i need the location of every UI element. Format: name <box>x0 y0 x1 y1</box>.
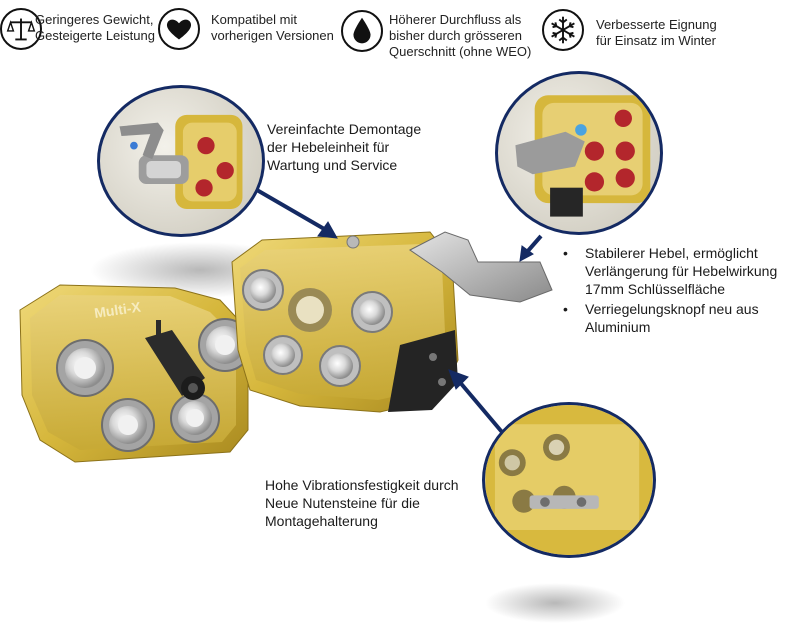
callout-vibration: Hohe Vibrationsfestigkeit durch Neue Nut… <box>265 477 459 529</box>
heart-icon <box>158 8 200 50</box>
detail-lever-removal <box>97 85 265 237</box>
bullet-lever: Stabilerer Hebel, ermöglicht Verlängerun… <box>563 244 786 298</box>
drop-icon <box>341 10 383 52</box>
left-coupling-block: Multi-X <box>19 284 252 463</box>
brand-label: Multi-X <box>93 299 142 321</box>
detail-lever-stability <box>495 71 663 235</box>
feature-compat-text: Kompatibel mit vorherigen Versionen <box>211 12 334 43</box>
scale-icon <box>0 8 42 50</box>
feature-winter-text: Verbesserte Eignung für Einsatz im Winte… <box>596 17 717 48</box>
bullet-lock-button: Verriegelungsknopf neu aus Aluminium <box>563 300 786 336</box>
feature-weight-text: Geringeres Gewicht, Gesteigerte Leistung <box>35 12 155 43</box>
detail-vibration <box>482 402 656 558</box>
feature-flow-text: Höherer Durchfluss als bisher durch grös… <box>389 12 532 59</box>
lever-bullet-list: Stabilerer Hebel, ermöglicht Verlängerun… <box>563 244 786 338</box>
callout-arrows <box>248 184 543 440</box>
right-coupling-block <box>231 231 553 413</box>
snowflake-icon <box>542 9 584 51</box>
callout-lever-removal: Vereinfachte Demontage der Hebeleinheit … <box>267 121 422 173</box>
